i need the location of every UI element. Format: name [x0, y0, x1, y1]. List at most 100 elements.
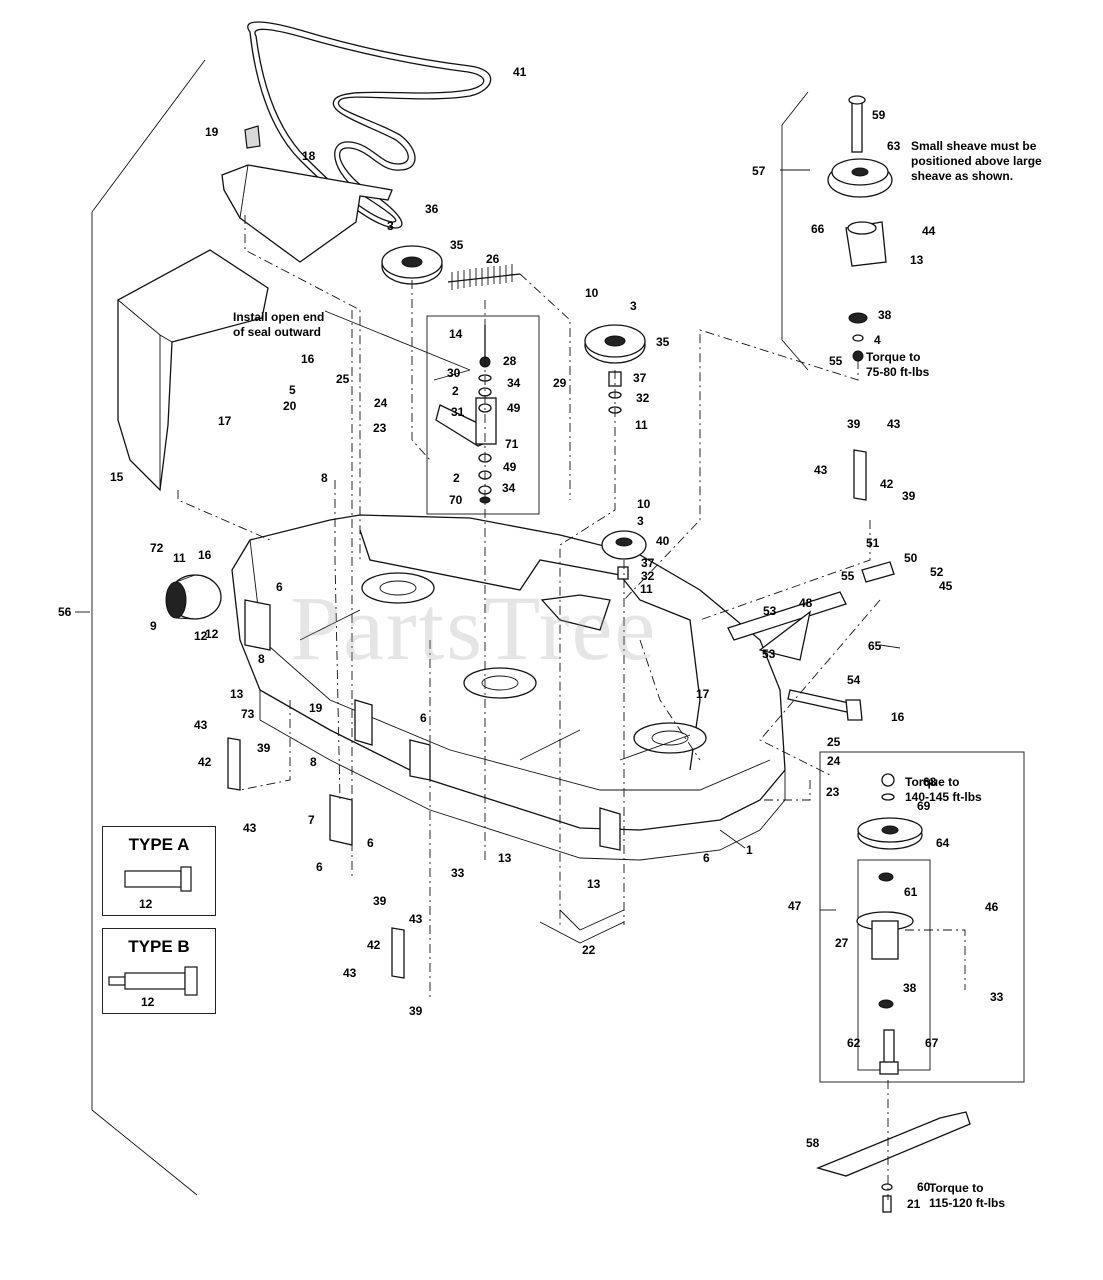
- bolt-21: [882, 1195, 892, 1213]
- callout: 35: [450, 238, 464, 252]
- callout: 2: [453, 471, 460, 485]
- link-42-left: [227, 737, 241, 791]
- callout: 6: [316, 860, 323, 874]
- callout: 43: [409, 912, 423, 926]
- callout: 10: [585, 286, 599, 300]
- callout: 64: [936, 836, 950, 850]
- torque-note-21: Torque to 115-120 ft-lbs: [929, 1181, 1006, 1210]
- callout: 68: [923, 775, 937, 789]
- callout: 13: [910, 253, 924, 267]
- callout: 42: [198, 755, 212, 769]
- callout: 39: [847, 417, 861, 431]
- belt-41: [247, 21, 492, 229]
- callout: 23: [373, 421, 387, 435]
- callout: 43: [194, 718, 208, 732]
- blade-58: [816, 1111, 971, 1177]
- callout: 46: [985, 900, 999, 914]
- callout: 60: [917, 1180, 931, 1194]
- callout: 43: [343, 966, 357, 980]
- callout: 43: [814, 463, 828, 477]
- callout: 69: [917, 799, 931, 813]
- callout: 61: [904, 885, 918, 899]
- pulley-40: [601, 530, 647, 560]
- callout: 53: [763, 604, 777, 618]
- callout: 44: [922, 224, 936, 238]
- link-42-bottom: [391, 927, 405, 979]
- type-a-box: TYPE A 12: [102, 826, 216, 916]
- callout: 26: [486, 252, 500, 266]
- callout: 17: [218, 414, 232, 428]
- deck-shield-15: [117, 249, 269, 492]
- group-bracket-57: [781, 91, 809, 371]
- callout: 34: [507, 376, 521, 390]
- pin-type-a-icon: [124, 866, 192, 892]
- spacer-37b: [617, 566, 629, 580]
- callout: 57: [752, 164, 766, 178]
- callout: 22: [582, 943, 596, 957]
- spindle-housing-66: [845, 221, 887, 267]
- spindle-shaft-62: [879, 1029, 899, 1075]
- link-42-top: [853, 449, 867, 501]
- callout: 16: [891, 710, 905, 724]
- callout: 11: [635, 418, 648, 432]
- callout: 39: [409, 1004, 423, 1018]
- callout: 14: [449, 327, 463, 341]
- callout: 33: [451, 866, 465, 880]
- callout: 33: [990, 990, 1004, 1004]
- type-a-part: 12: [139, 897, 153, 911]
- spindle-housing-27: [856, 911, 914, 960]
- callout: 40: [656, 534, 670, 548]
- callout: 41: [513, 65, 527, 79]
- callout: 3: [387, 219, 394, 233]
- callout: 73: [241, 707, 255, 721]
- callout: 47: [788, 899, 802, 913]
- type-b-part: 12: [141, 995, 155, 1009]
- callout: 39: [257, 741, 271, 755]
- callout: 13: [498, 851, 512, 865]
- callout: 19: [205, 125, 219, 139]
- assembly-box-29: [426, 315, 540, 515]
- torque-note-55: Torque to 75-80 ft-lbs: [866, 350, 930, 379]
- callout: 45: [939, 579, 953, 593]
- callout: 3: [630, 299, 637, 313]
- callout: 3: [637, 514, 644, 528]
- bracket-left: [244, 599, 271, 651]
- callout: 29: [553, 376, 567, 390]
- callout: 12: [205, 627, 219, 641]
- callout: 6: [367, 836, 374, 850]
- callout: 32: [636, 391, 650, 405]
- callout: 15: [110, 470, 124, 484]
- callout: 65: [868, 639, 882, 653]
- sheave-63: [827, 95, 893, 198]
- callout: 54: [847, 673, 861, 687]
- torque-note-68: Torque to 140-145 ft-lbs: [905, 775, 982, 804]
- callout: 53: [762, 647, 776, 661]
- callout: 6: [703, 851, 710, 865]
- callout: 67: [925, 1036, 939, 1050]
- pulley-35-left: [381, 245, 443, 285]
- callout: 12: [194, 629, 208, 643]
- bearing-38: [848, 312, 868, 324]
- callout: 36: [425, 202, 439, 216]
- callout: 6: [420, 711, 427, 725]
- callout: 38: [878, 308, 892, 322]
- callout: 42: [367, 938, 381, 952]
- callout: 8: [310, 755, 317, 769]
- callout: 49: [507, 401, 521, 415]
- callout: 34: [502, 481, 516, 495]
- assembly-box-47: [819, 751, 1025, 1083]
- callout: 8: [258, 652, 265, 666]
- callout: 50: [904, 551, 918, 565]
- type-a-title: TYPE A: [128, 835, 190, 854]
- callout: 11: [173, 551, 186, 565]
- callout: 72: [150, 541, 164, 555]
- rod-48: [727, 591, 847, 661]
- callout: 31: [451, 405, 465, 419]
- callout: 48: [799, 596, 813, 610]
- callout: 43: [887, 417, 901, 431]
- callout: 13: [230, 687, 244, 701]
- callout: 71: [505, 437, 519, 451]
- callout: 24: [827, 754, 841, 768]
- pulley-64: [857, 817, 923, 850]
